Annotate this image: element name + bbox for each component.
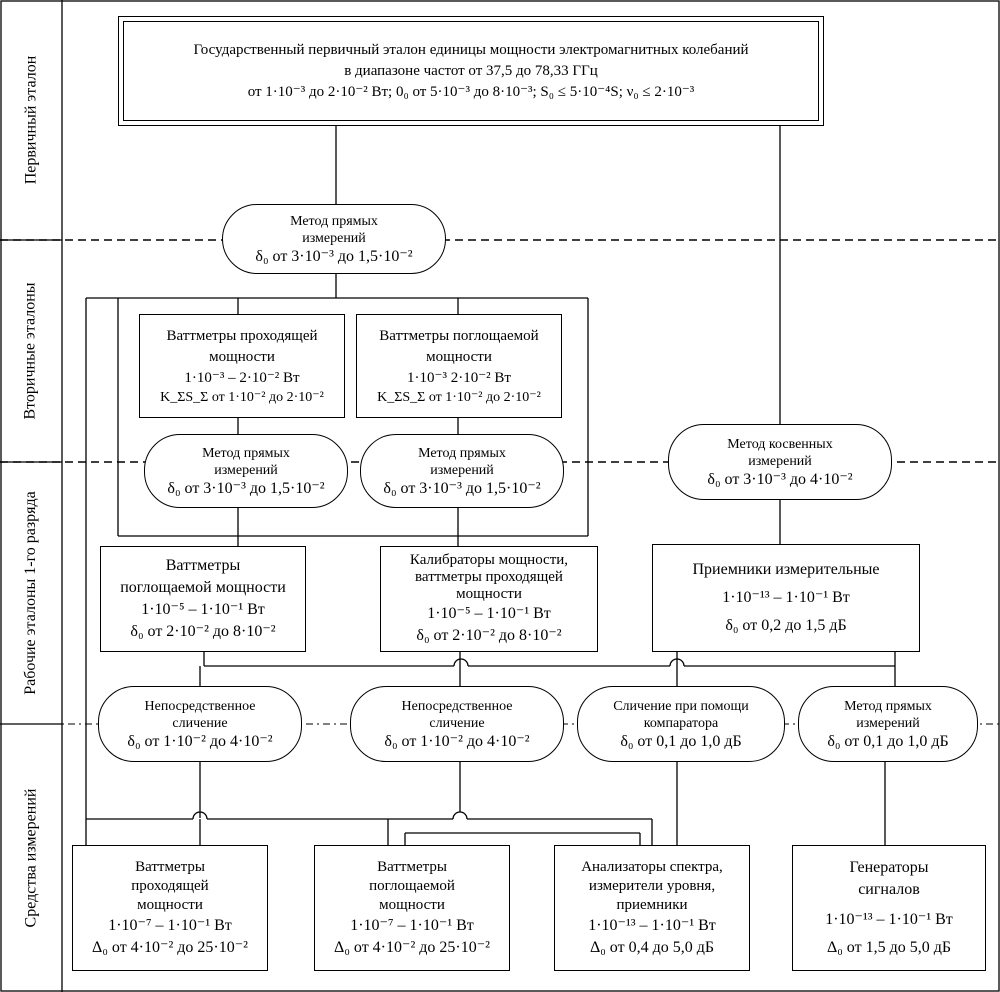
instrument-signal-generators: Генераторы сигналов 1·10⁻¹³ – 1·10⁻¹ Вт …: [792, 845, 986, 971]
box-title: сигналов: [858, 881, 920, 898]
method-label: измерений: [748, 453, 812, 469]
box-range: 1·10⁻⁷ – 1·10⁻¹ Вт: [350, 916, 474, 934]
secondary-pass-through-wattmeters: Ваттметры проходящей мощности 1·10⁻³ – 2…: [139, 314, 345, 418]
method-accuracy: δ₀ от 1·10⁻² до 4·10⁻²: [384, 732, 530, 750]
method-label: Непосредственное: [144, 698, 256, 714]
method-accuracy: δ₀ от 0,1 до 1,0 дБ: [620, 732, 742, 750]
method-label: измерений: [302, 230, 366, 246]
box-accuracy: K_ΣS_Σ от 1·10⁻² до 2·10⁻²: [160, 390, 324, 405]
box-title: ваттметры проходящей: [415, 568, 563, 585]
instrument-pass-through-wattmeters: Ваттметры проходящей мощности 1·10⁻⁷ – 1…: [72, 845, 268, 971]
primary-line-3: от 1·10⁻³ до 2·10⁻² Вт; 0₀ от 5·10⁻³ до …: [247, 83, 695, 100]
method-accuracy: δ₀ от 3·10⁻³ до 1,5·10⁻²: [255, 247, 413, 265]
side-label-primary: Первичный эталон: [22, 55, 40, 185]
primary-line-1: Государственный первичный эталон единицы…: [193, 41, 749, 58]
box-title: проходящей: [131, 877, 209, 894]
box-accuracy: Δ₀ от 0,4 до 5,0 дБ: [589, 938, 715, 956]
box-title: Ваттметры проходящей: [166, 328, 318, 344]
method-comparator: Сличение при помощи компаратора δ₀ от 0,…: [577, 686, 785, 762]
box-range: 1·10⁻⁷ – 1·10⁻¹ Вт: [108, 916, 232, 934]
box-accuracy: Δ₀ от 4·10⁻² до 25·10⁻²: [334, 938, 490, 956]
method-accuracy: δ₀ от 3·10⁻³ до 1,5·10⁻²: [383, 479, 541, 497]
box-title: мощности: [456, 585, 522, 602]
box-range: 1·10⁻³ 2·10⁻² Вт: [407, 370, 511, 386]
method-label: компаратора: [643, 715, 719, 731]
method-direct-top: Метод прямых измерений δ₀ от 3·10⁻³ до 1…: [222, 204, 446, 274]
method-label: измерений: [214, 462, 278, 478]
box-range: 1·10⁻⁵ – 1·10⁻¹ Вт: [141, 601, 265, 618]
primary-line-2: в диапазоне частот от 37,5 до 78,33 ГГц: [344, 62, 598, 79]
box-title: Ваттметры поглощаемой: [379, 328, 539, 344]
method-label: измерений: [856, 715, 920, 731]
box-title: мощности: [209, 349, 275, 365]
method-comparison-1: Непосредственное сличение δ₀ от 1·10⁻² д…: [98, 686, 302, 762]
box-title: поглощаемой мощности: [120, 579, 286, 596]
box-accuracy: δ₀ от 2·10⁻² до 8·10⁻²: [130, 623, 276, 640]
instrument-absorbed-wattmeters: Ваттметры поглощаемой мощности 1·10⁻⁷ – …: [314, 845, 510, 971]
method-label: Непосредственное: [401, 698, 513, 714]
box-range: 1·10⁻¹³ – 1·10⁻¹ Вт: [722, 589, 850, 606]
box-title: мощности: [379, 896, 445, 913]
method-comparison-2: Непосредственное сличение δ₀ от 1·10⁻² д…: [350, 686, 564, 762]
working-calibrators: Калибраторы мощности, ваттметры проходящ…: [380, 546, 598, 652]
box-title: Ваттметры: [165, 557, 241, 574]
box-title: Ваттметры: [135, 858, 205, 875]
working-receivers: Приемники измерительные 1·10⁻¹³ – 1·10⁻¹…: [652, 544, 920, 652]
method-accuracy: δ₀ от 3·10⁻³ до 1,5·10⁻²: [167, 479, 325, 497]
method-indirect: Метод косвенных измерений δ₀ от 3·10⁻³ д…: [668, 424, 892, 500]
method-accuracy: δ₀ от 1·10⁻² до 4·10⁻²: [127, 732, 273, 750]
box-accuracy: δ₀ от 0,2 до 1,5 дБ: [725, 617, 847, 634]
box-range: 1·10⁻⁵ – 1·10⁻¹ Вт: [427, 604, 551, 622]
box-accuracy: Δ₀ от 4·10⁻² до 25·10⁻²: [92, 938, 248, 956]
method-direct-mid: Метод прямых измерений δ₀ от 3·10⁻³ до 1…: [360, 434, 564, 508]
method-label: измерений: [430, 462, 494, 478]
working-absorbed-wattmeters: Ваттметры поглощаемой мощности 1·10⁻⁵ – …: [100, 546, 306, 652]
box-title: Анализаторы спектра,: [581, 858, 723, 875]
method-direct-bottom: Метод прямых измерений δ₀ от 0,1 до 1,0 …: [798, 686, 978, 762]
method-label: Метод прямых: [290, 213, 378, 229]
method-label: сличение: [429, 715, 485, 731]
method-label: сличение: [172, 715, 228, 731]
instrument-spectrum-analyzers: Анализаторы спектра, измерители уровня, …: [554, 845, 750, 971]
box-title: мощности: [137, 896, 203, 913]
side-label-instruments: Средства измерений: [22, 788, 40, 928]
box-range: 1·10⁻¹³ – 1·10⁻¹ Вт: [825, 911, 953, 928]
method-label: Метод прямых: [844, 698, 932, 714]
box-title: приемники: [616, 896, 688, 913]
method-label: Сличение при помощи: [613, 698, 749, 714]
box-title: Ваттметры: [377, 858, 447, 875]
method-accuracy: δ₀ от 3·10⁻³ до 4·10⁻²: [707, 470, 853, 488]
box-accuracy: K_ΣS_Σ от 1·10⁻² до 2·10⁻²: [377, 390, 541, 405]
method-label: Метод прямых: [202, 445, 290, 461]
side-label-working: Рабочие эталоны 1-го разряда: [22, 491, 40, 695]
box-title: измерители уровня,: [588, 877, 716, 894]
box-title: Приемники измерительные: [692, 561, 880, 578]
primary-standard-box: Государственный первичный эталон единицы…: [118, 16, 824, 126]
method-accuracy: δ₀ от 0,1 до 1,0 дБ: [827, 732, 949, 750]
box-title: поглощаемой: [369, 877, 455, 894]
method-label: Метод косвенных: [727, 436, 833, 452]
box-title: Генераторы: [849, 859, 929, 876]
side-label-secondary: Вторичные эталоны: [22, 282, 40, 420]
box-title: мощности: [426, 349, 492, 365]
box-accuracy: Δ₀ от 1,5 до 5,0 дБ: [826, 939, 952, 956]
box-range: 1·10⁻³ – 2·10⁻² Вт: [184, 370, 300, 386]
secondary-absorbed-wattmeters: Ваттметры поглощаемой мощности 1·10⁻³ 2·…: [356, 314, 562, 418]
method-direct-left: Метод прямых измерений δ₀ от 3·10⁻³ до 1…: [144, 434, 348, 508]
box-range: 1·10⁻¹³ – 1·10⁻¹ Вт: [588, 916, 716, 934]
box-title: Калибраторы мощности,: [409, 551, 569, 568]
box-accuracy: δ₀ от 2·10⁻² до 8·10⁻²: [416, 626, 562, 644]
method-label: Метод прямых: [418, 445, 506, 461]
